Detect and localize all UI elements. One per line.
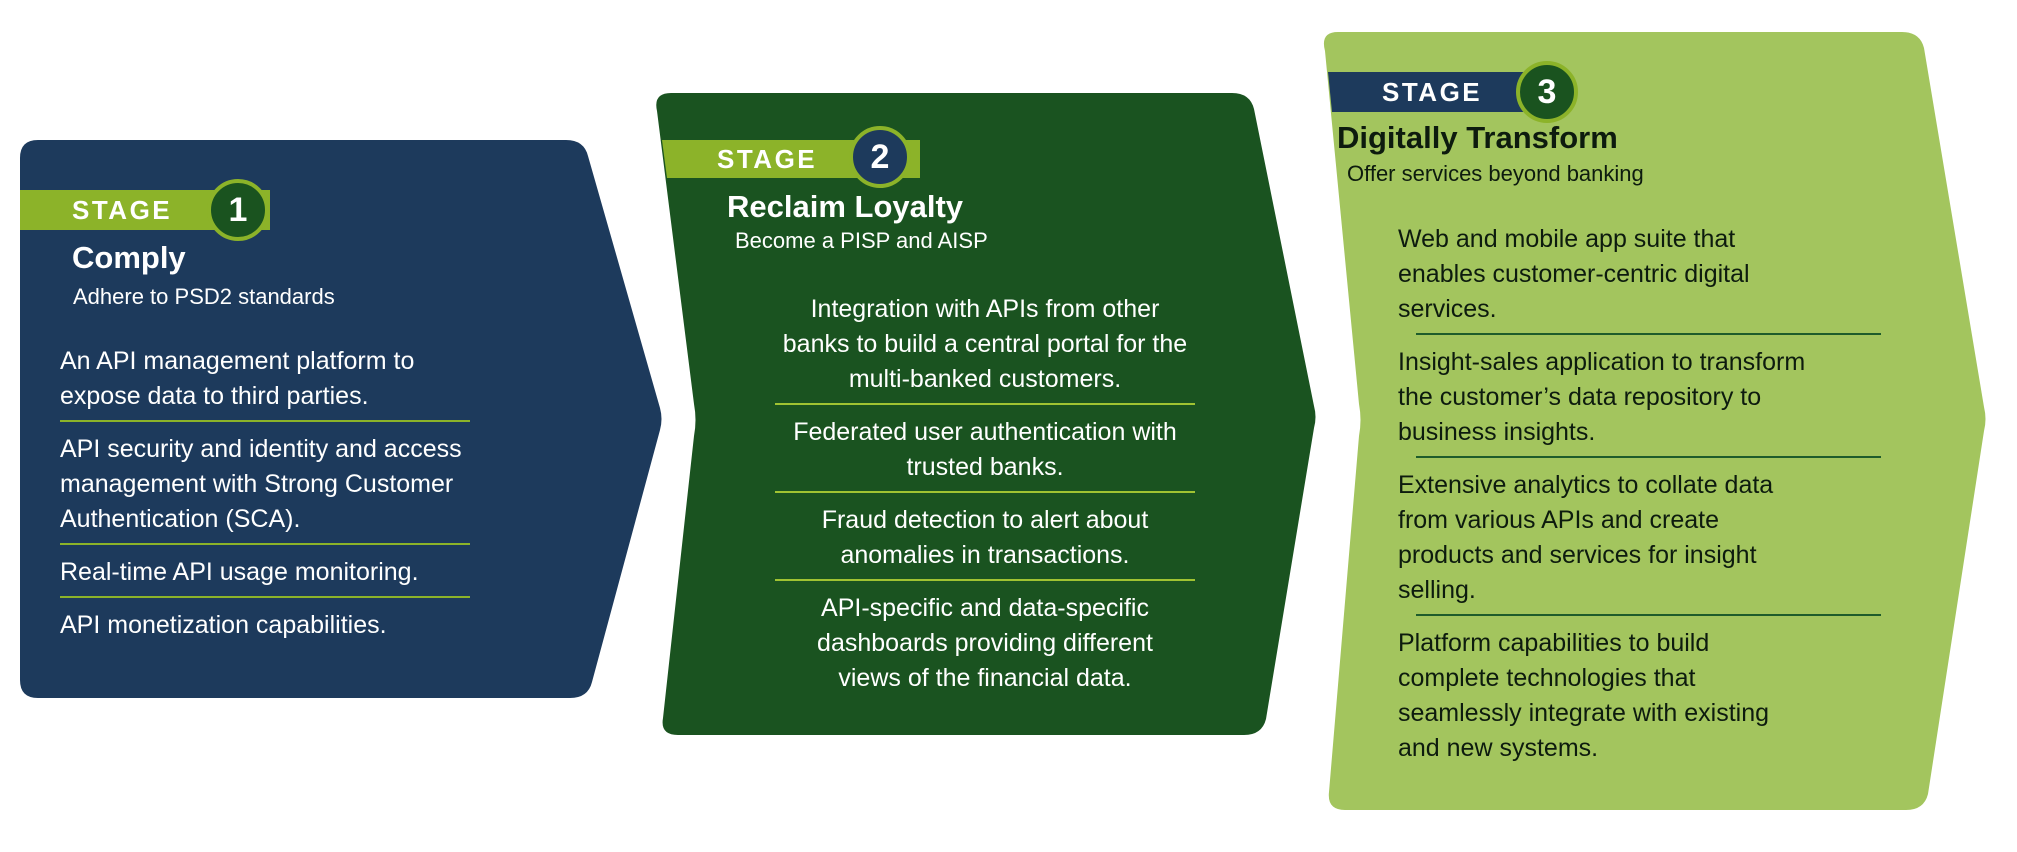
- stage3-number: 3: [1537, 72, 1557, 111]
- stage2-item-2: Federated user authentication with trust…: [793, 418, 1177, 481]
- stage3-label: STAGE: [1382, 77, 1483, 107]
- stage3-item-1: Web and mobile app suite that enables cu…: [1398, 225, 1750, 323]
- stage3-item-2: Insight-sales application to transform t…: [1398, 348, 1806, 446]
- stage3-subtitle: Offer services beyond banking: [1347, 161, 1644, 186]
- divider: [1416, 333, 1881, 335]
- stage1-body: An API management platform to expose dat…: [60, 344, 500, 643]
- divider: [775, 403, 1195, 405]
- stage2-title: Reclaim Loyalty: [727, 189, 964, 224]
- stage3-title: Digitally Transform: [1337, 120, 1618, 155]
- stage2-subtitle: Become a PISP and AISP: [735, 228, 988, 253]
- stage1-number: 1: [228, 190, 248, 229]
- stage2-number: 2: [870, 137, 890, 176]
- stage1-item-3: Real-time API usage monitoring.: [60, 558, 419, 586]
- divider: [1416, 614, 1881, 616]
- divider: [775, 579, 1195, 581]
- stage1-item-1: An API management platform to expose dat…: [60, 347, 415, 410]
- stage1-item-4: API monetization capabilities.: [60, 611, 387, 639]
- divider: [60, 596, 470, 598]
- stage1-number-badge: 1: [207, 179, 269, 241]
- stage1-label: STAGE: [72, 195, 173, 225]
- stage1-subtitle: Adhere to PSD2 standards: [73, 284, 335, 309]
- divider: [1416, 456, 1881, 458]
- stage3-item-4: Platform capabilities to build complete …: [1398, 629, 1769, 762]
- stage3-label-band: [1328, 72, 1560, 112]
- stage3-number-badge: 3: [1516, 61, 1578, 123]
- stage2-item-4: API-specific and data-specific dashboard…: [817, 594, 1153, 692]
- stage2-item-3: Fraud detection to alert about anomalies…: [821, 506, 1149, 569]
- divider: [775, 491, 1195, 493]
- divider: [60, 420, 470, 422]
- stage2-label: STAGE: [717, 144, 818, 174]
- stage1-title: Comply: [72, 240, 186, 275]
- stage1-item-2: API security and identity and access man…: [60, 435, 462, 533]
- stage2-body: Integration with APIs from other banks t…: [730, 292, 1240, 696]
- stage2-item-1: Integration with APIs from other banks t…: [782, 295, 1188, 393]
- stage3-item-3: Extensive analytics to collate data from…: [1398, 471, 1774, 604]
- stage3-body: Web and mobile app suite that enables cu…: [1398, 222, 1898, 766]
- stage2-arrow-shape: [656, 93, 1316, 735]
- divider: [60, 543, 470, 545]
- stage1-arrow-shape: [20, 140, 662, 698]
- stage2-number-badge: 2: [849, 126, 911, 188]
